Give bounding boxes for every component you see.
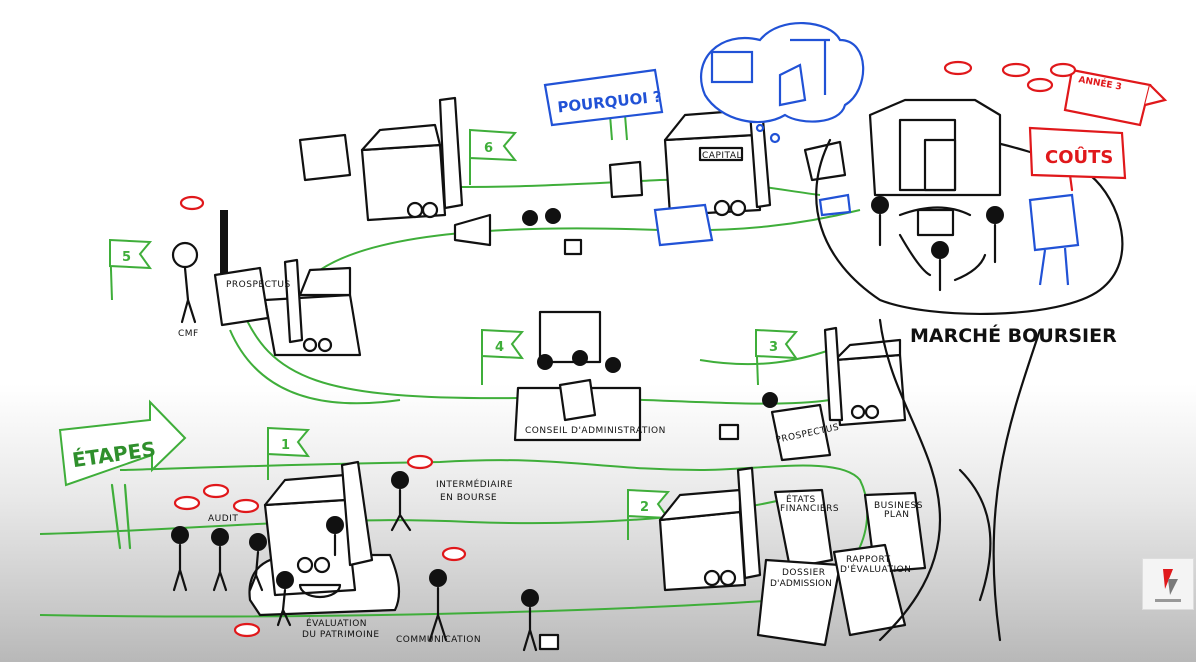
step-number-1: 1 — [281, 438, 290, 453]
marche-boursier-label: MARCHÉ BOURSIER — [910, 324, 1117, 347]
audit-label: AUDIT — [208, 514, 238, 524]
intermediaire-label-1: INTERMÉDIAIRE — [436, 478, 513, 490]
step-number-5: 5 — [122, 250, 131, 265]
step-flag-6: 6 — [469, 128, 518, 185]
business-label-2: PLAN — [884, 510, 910, 520]
intermediaire-label-2: EN BOURSE — [440, 493, 497, 503]
step-number-6: 6 — [484, 141, 493, 156]
couts-label: COÛTS — [1045, 146, 1113, 168]
dossier-label-1: DOSSIER — [782, 568, 826, 578]
step5-cmf: PROSPECTUS CMF — [171, 195, 362, 357]
step-flag-5: 5 — [109, 238, 153, 301]
coins-step1 — [173, 454, 467, 638]
document-etats-financiers: ÉTATS FINANCIERS — [773, 488, 839, 570]
step-number-4: 4 — [495, 340, 504, 355]
step-flag-3: 3 — [755, 328, 799, 386]
document-rapport-evaluation: RAPPORT D'ÉVALUATION — [832, 543, 911, 637]
cmf-label: CMF — [178, 329, 199, 339]
step-flag-2: 2 — [627, 488, 671, 540]
rapport-label-1: RAPPORT — [846, 555, 891, 565]
step-number-3: 3 — [769, 340, 778, 355]
calendar-annee-3: ANNÉE 3 — [1063, 68, 1168, 127]
etats-label-1: ÉTATS — [786, 493, 816, 505]
coins-costs — [943, 60, 1077, 93]
dossier-label-2: D'ADMISSION — [770, 579, 832, 589]
prospectus-label-cmf: PROSPECTUS — [226, 280, 291, 290]
etats-label-2: FINANCIERS — [780, 504, 839, 514]
step4-conseil-administration: CONSEIL D'ADMINISTRATION — [513, 310, 666, 442]
people-audit-group — [171, 471, 560, 652]
marche-boursier-cliff: MARCHÉ BOURSIER — [815, 98, 1124, 642]
capital-factory: CAPITAL — [608, 81, 847, 217]
step2-factory — [658, 466, 762, 592]
step1-factory — [248, 460, 401, 617]
conseil-label: CONSEIL D'ADMINISTRATION — [525, 426, 666, 436]
step-flag-4: 4 — [481, 328, 525, 385]
step6-factory — [298, 96, 583, 256]
step3-factory: PROSPECTUS — [718, 326, 907, 462]
thought-cloud — [653, 21, 865, 247]
logo-mark-icon — [1155, 569, 1181, 602]
evaluation-label-2: DU PATRIMOINE — [302, 630, 380, 640]
rapport-label-2: D'ÉVALUATION — [840, 563, 911, 575]
document-dossier-admission: DOSSIER D'ADMISSION — [756, 558, 842, 647]
step-flag-1: 1 — [267, 426, 311, 480]
communication-label: COMMUNICATION — [396, 635, 481, 645]
pourquoi-sign: POURQUOI ? — [543, 68, 664, 141]
step-number-2: 2 — [640, 500, 649, 515]
capital-label: CAPITAL — [702, 151, 742, 161]
etapes-sign: ÉTAPES — [58, 399, 187, 550]
evaluation-label-1: ÉVALUATION — [306, 617, 367, 629]
business-label-1: BUSINESS — [874, 501, 923, 511]
brand-logo — [1142, 558, 1194, 610]
couts-sign: COÛTS — [1028, 126, 1127, 192]
